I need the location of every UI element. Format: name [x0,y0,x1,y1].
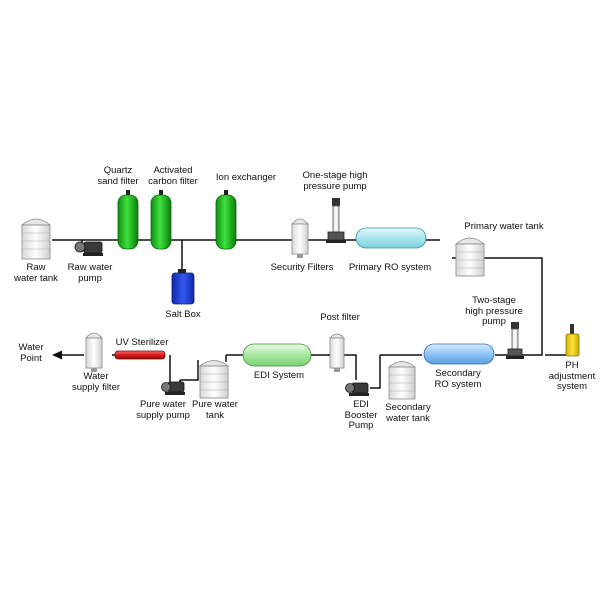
edi-booster-pump-icon [345,382,369,396]
primary-water-tank-icon [454,237,486,277]
pure-water-tank-icon [198,360,230,399]
pure-water-supply-pump-icon [161,381,185,395]
primary-water-tank-label: Primary water tank [464,221,544,232]
water-supply-filter-icon [85,332,103,372]
secondary-water-tank-label: Secondary water tank [385,402,431,424]
primary-ro-system-label: Primary RO system [348,262,432,273]
water-point-arrow [52,350,62,360]
ph-adjustment-system-label: PH adjustment system [548,360,596,392]
water-point-label: Water Point [18,342,44,364]
quartz-sand-filter-icon [117,190,139,250]
pure-water-tank-label: Pure water tank [192,399,238,421]
post-filter-label: Post filter [320,312,360,323]
security-filters-label: Security Filters [270,262,334,273]
two-stage-pump-icon [506,322,524,359]
uv-sterilizer-icon [114,350,166,360]
salt-box-label: Salt Box [165,309,201,320]
activated-carbon-filter-icon [150,190,172,250]
raw-water-pump-label: Raw water pump [67,262,113,284]
edi-booster-pump-label: EDI Booster Pump [344,399,378,431]
one-stage-pump-icon [326,198,346,243]
water-supply-filter-label: Water supply filter [71,371,121,393]
pure-water-supply-pump-label: Pure water supply pump [136,399,190,421]
quartz-sand-filter-label: Quartz sand filter [97,165,139,187]
edi-module-icon [242,343,312,367]
salt-box-icon [171,269,195,305]
activated-carbon-filter-label: Activated carbon filter [148,165,198,187]
raw-water-pump-icon [74,241,103,256]
raw-water-tank-label: Raw water tank [14,262,58,284]
ion-exchanger-icon [215,190,237,250]
secondary-ro-system-label: Secondary RO system [434,368,482,390]
primary-ro-membrane-icon [355,227,427,249]
uv-sterilizer-label: UV Sterilizer [115,337,169,348]
one-stage-pump-label: One-stage high pressure pump [302,170,368,192]
secondary-water-tank-icon [387,361,417,400]
security-filters-icon [291,218,309,258]
secondary-ro-membrane-icon [423,343,495,365]
edi-system-label: EDI System [253,370,305,381]
ph-adjustment-tank-icon [565,324,580,357]
ion-exchanger-label: Ion exchanger [215,172,277,183]
two-stage-pump-label: Two-stage high pressure pump [465,295,523,327]
post-filter-icon [329,333,345,372]
raw-water-tank-icon [20,218,52,260]
